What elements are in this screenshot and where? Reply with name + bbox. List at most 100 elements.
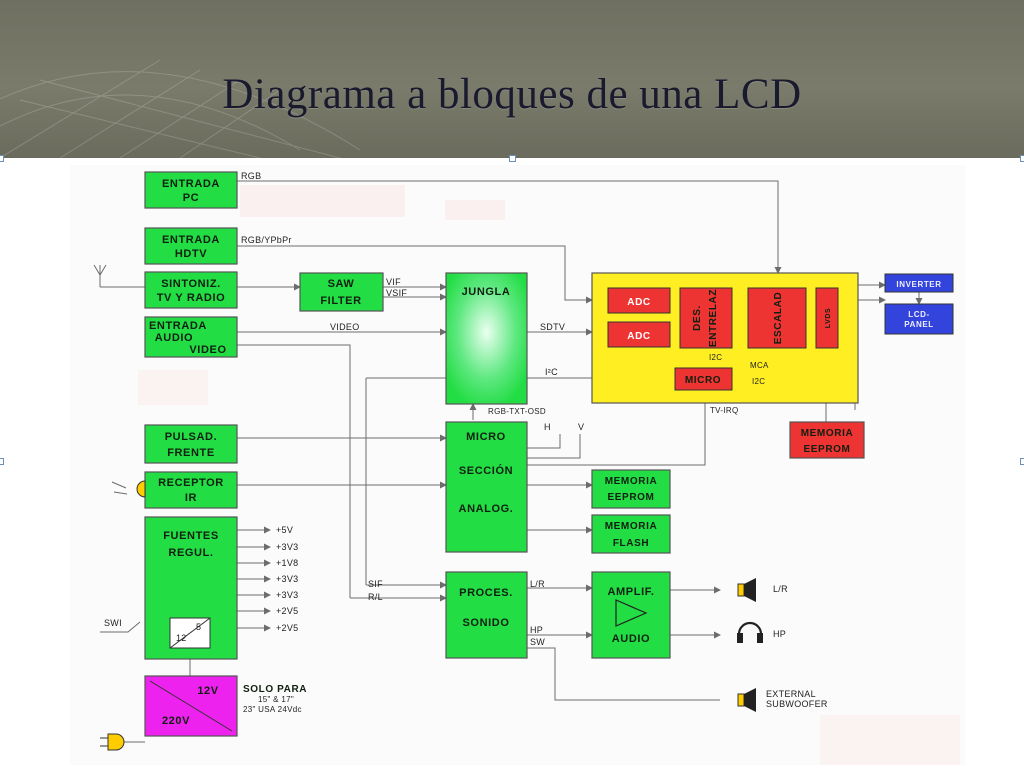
block-des-line1: DES.	[692, 305, 703, 331]
converter-out-label: 5	[196, 622, 201, 632]
label-rail-7: +2V5	[276, 623, 298, 633]
block-amplif-audio	[591, 571, 671, 659]
slide-header: Diagrama a bloques de una LCD	[0, 0, 1024, 158]
label-swi: SWI	[104, 618, 122, 628]
resize-handle-left[interactable]	[0, 458, 4, 465]
label-rgb: RGB	[241, 171, 261, 181]
block-adc-2	[607, 321, 671, 348]
block-memoria-eeprom	[591, 469, 671, 509]
block-entrada-av-line2: AUDIO	[155, 332, 193, 344]
label-sdtv: SDTV	[540, 322, 565, 332]
block-proces-line2: SONIDO	[463, 617, 510, 629]
block-des-entrelaz	[679, 287, 733, 349]
label-mca: MCA	[750, 361, 769, 370]
block-saw-line2: FILTER	[320, 295, 361, 307]
block-adc-1	[607, 287, 671, 314]
header-decoration	[0, 59, 361, 158]
block-lcd-panel	[884, 303, 954, 335]
block-escalad-label: ESCALAD	[773, 292, 784, 345]
block-micro-tv-label: MICRO	[685, 375, 721, 386]
label-tv-irq: TV-IRQ	[710, 406, 738, 415]
label-vif: VIF	[386, 277, 401, 287]
label-i2c-a: I2C	[709, 353, 722, 362]
amplifier-symbol-icon	[615, 599, 648, 627]
block-sintoniz-line2: TV Y RADIO	[157, 292, 226, 304]
block-micro-line2: SECCIÓN	[459, 464, 513, 477]
diagram-image[interactable]: ENTRADA PC ENTRADA HDTV SINTONIZ. TV Y R…	[70, 165, 965, 765]
headphone-icon	[737, 621, 763, 643]
block-pulsad-line2: FRENTE	[167, 447, 215, 459]
block-receptor	[144, 471, 238, 509]
block-entrada-av-line1: ENTRADA	[149, 320, 207, 332]
block-psu-220v: 220V	[162, 715, 190, 727]
block-saw-filter	[299, 272, 384, 312]
speaker-subwoofer-icon	[737, 688, 756, 712]
block-amplif-line2: AUDIO	[612, 633, 650, 645]
block-fuentes-line2: REGUL.	[168, 547, 213, 559]
block-lcd-line2: PANEL	[904, 320, 934, 329]
block-mem-ee-line1: MEMORIA	[605, 476, 658, 487]
label-rail-5: +3V3	[276, 590, 298, 600]
label-speaker-lr: L/R	[773, 584, 788, 594]
block-entrada-hdtv	[144, 227, 238, 265]
resize-handle-top-left[interactable]	[0, 155, 4, 162]
block-diagram: ENTRADA PC ENTRADA HDTV SINTONIZ. TV Y R…	[93, 171, 960, 765]
block-escalad	[747, 287, 807, 349]
block-entrada-av-line3: VIDEO	[189, 344, 226, 356]
block-jungla	[445, 272, 528, 405]
label-rail-6: +2V5	[276, 606, 298, 616]
block-inverter	[884, 273, 954, 293]
label-speaker-hp: HP	[773, 629, 786, 639]
label-lr-out: L/R	[530, 579, 545, 589]
label-rl: R/L	[368, 592, 383, 602]
label-rail-2: +3V3	[276, 542, 298, 552]
slide-title: Diagrama a bloques de una LCD	[222, 71, 802, 118]
label-solo-sizes: 15" & 17"	[258, 695, 294, 704]
block-entrada-pc-line2: PC	[183, 192, 199, 204]
resize-handle-top-right[interactable]	[1020, 155, 1024, 162]
block-jungla-label: JUNGLA	[462, 286, 511, 298]
block-entrada-hdtv-line2: HDTV	[175, 248, 207, 260]
label-video: VIDEO	[330, 322, 360, 332]
block-proces-line1: PROCES.	[459, 587, 513, 599]
block-psu-12v: 12V	[197, 685, 218, 697]
label-sw-out: SW	[530, 637, 545, 647]
block-mem-fl-line1: MEMORIA	[605, 521, 658, 532]
block-mem-tv-line2: EEPROM	[804, 444, 851, 455]
block-memoria-eeprom-tv	[789, 421, 865, 459]
converter-in-label: 12	[176, 633, 187, 643]
resize-handle-right[interactable]	[1020, 458, 1024, 465]
label-solo-usa: 23" USA 24Vdc	[243, 705, 302, 714]
label-sif: SIF	[368, 579, 383, 589]
block-adc-1-label: ADC	[627, 297, 650, 308]
label-vsif: VSIF	[386, 288, 407, 298]
block-sintoniz	[144, 271, 238, 309]
block-lcd-line1: LCD-	[908, 310, 930, 319]
resize-handle-top[interactable]	[509, 155, 516, 162]
label-solo-para: SOLO PARA	[243, 684, 307, 695]
block-micro-line1: MICRO	[466, 431, 506, 443]
label-hp-out: HP	[530, 625, 543, 635]
block-micro-tv	[674, 367, 733, 391]
block-lvds	[815, 287, 839, 349]
block-mem-ee-line2: EEPROM	[608, 492, 655, 503]
label-rail-1: +5V	[276, 525, 293, 535]
label-rgb-ypbpr: RGB/YPbPr	[241, 235, 292, 245]
block-receptor-line1: RECEPTOR	[158, 477, 224, 489]
label-rail-4: +3V3	[276, 574, 298, 584]
block-entrada-pc	[144, 171, 238, 209]
block-des-line2: ENTRELAZ	[708, 289, 719, 347]
block-mem-fl-line2: FLASH	[613, 538, 649, 549]
block-entrada-pc-line1: ENTRADA	[162, 178, 220, 190]
label-v: V	[578, 422, 584, 432]
label-ext-sub-1: EXTERNAL	[766, 689, 816, 699]
block-micro-line3: ANALOG.	[459, 503, 514, 515]
label-h: H	[544, 422, 551, 432]
block-inverter-label: INVERTER	[896, 280, 941, 289]
block-pulsad-line1: PULSAD.	[165, 431, 217, 443]
block-adc-2-label: ADC	[627, 331, 650, 342]
block-mem-tv-line1: MEMORIA	[801, 428, 854, 439]
block-pulsad	[144, 424, 238, 464]
block-fuentes-line1: FUENTES	[163, 530, 219, 542]
block-saw-line1: SAW	[328, 278, 355, 290]
